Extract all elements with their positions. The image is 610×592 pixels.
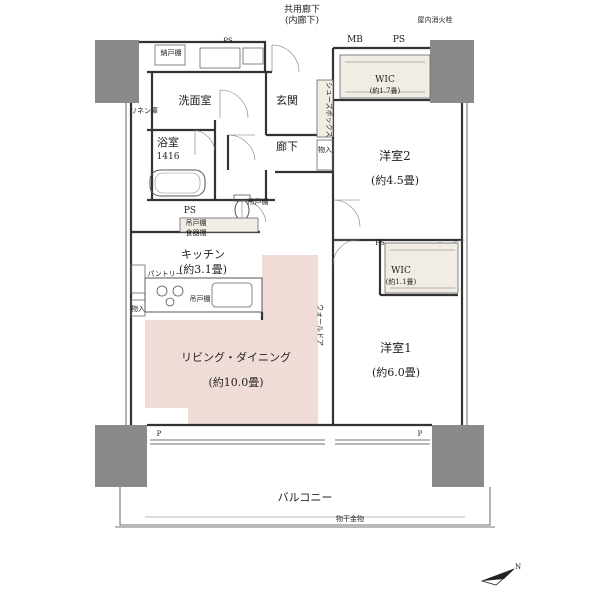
bathtub bbox=[149, 169, 206, 197]
pantry-label: パントリー bbox=[147, 270, 182, 278]
door-bath bbox=[194, 129, 216, 155]
ps-top-label: PS bbox=[223, 37, 233, 45]
pillar-bottom-left bbox=[95, 425, 147, 487]
ps-box-top bbox=[242, 47, 264, 65]
wic1-size: (約1.7畳) bbox=[370, 86, 401, 95]
pillar-top-left bbox=[95, 40, 139, 103]
room1-size: (約6.0畳) bbox=[372, 365, 420, 379]
bath-name: 浴室 bbox=[157, 135, 179, 149]
wic2-hangers bbox=[390, 249, 455, 289]
drying-label: 物干金物 bbox=[336, 514, 364, 523]
balcony-label: バルコニー bbox=[278, 491, 333, 504]
p-right-label: P bbox=[418, 430, 423, 438]
door-entrance bbox=[271, 44, 300, 73]
bath-size: 1416 bbox=[157, 152, 180, 162]
interior-walls bbox=[130, 48, 462, 425]
mb-label: MB bbox=[347, 35, 363, 45]
stove-burner-3 bbox=[165, 297, 175, 307]
pantry-box bbox=[130, 264, 146, 294]
balcony-window-left bbox=[150, 439, 325, 445]
compass-icon: N bbox=[480, 563, 521, 586]
kitchen-cabinet-upper bbox=[179, 217, 259, 233]
closet-area bbox=[316, 139, 334, 171]
linen-label: リネン庫 bbox=[130, 106, 158, 115]
room2-name: 洋室2 bbox=[379, 148, 411, 163]
living-name: リビング・ダイニング bbox=[181, 350, 291, 364]
closet-label: 物入 bbox=[318, 145, 332, 154]
wash-basin-top bbox=[199, 47, 241, 69]
balcony-outline bbox=[119, 487, 491, 526]
shoebox-area bbox=[316, 79, 334, 138]
door-room2 bbox=[332, 199, 361, 228]
entrance-label: 玄関 bbox=[276, 93, 298, 107]
wic2-name: WIC bbox=[391, 266, 411, 276]
hanging-counter-label: 吊戸棚 bbox=[190, 294, 211, 303]
door-washroom bbox=[219, 89, 249, 119]
toilet-tank bbox=[233, 194, 251, 202]
stove-burner-2 bbox=[172, 285, 184, 297]
hanging1-label: 吊戸棚 bbox=[186, 218, 207, 227]
kitchen-size: (約3.1畳) bbox=[179, 262, 227, 276]
wic2-size: (約1.1畳) bbox=[386, 277, 417, 286]
room1-name: 洋室1 bbox=[380, 340, 412, 355]
hanging3-label: 吊戸棚 bbox=[248, 197, 269, 206]
outer-wall-top-left bbox=[139, 40, 272, 74]
door-hall bbox=[227, 134, 256, 161]
ps-kitchen-label: PS bbox=[184, 206, 196, 216]
washroom-label: 洗面室 bbox=[179, 93, 212, 107]
ps-mb-label: PS bbox=[393, 35, 405, 45]
closet2-label: 物入 bbox=[131, 304, 145, 313]
closet2-box bbox=[130, 299, 146, 317]
kitchen-name: キッチン bbox=[181, 248, 225, 261]
p-left-label: P bbox=[157, 430, 162, 438]
wic1-name: WIC bbox=[375, 75, 395, 85]
living-dining-floor bbox=[145, 255, 318, 424]
door-room1 bbox=[332, 239, 360, 266]
pillar-top-right bbox=[430, 40, 474, 103]
room2-size: (約4.5畳) bbox=[371, 173, 419, 187]
stove-burner-1 bbox=[156, 285, 168, 297]
ps-wic2-label: PS bbox=[375, 239, 385, 247]
living-size: (約10.0畳) bbox=[208, 375, 263, 389]
wic2-area bbox=[384, 242, 459, 294]
bathtub-inner bbox=[154, 172, 201, 194]
hanging2-label: 食器棚 bbox=[186, 228, 207, 237]
hydrant-label: 屋内消火栓 bbox=[418, 15, 453, 24]
pillar-bottom-right bbox=[432, 425, 484, 487]
balcony-window-right bbox=[335, 439, 430, 445]
storage-top-label: 納戸棚 bbox=[161, 48, 182, 57]
corridor-label-2: (内廊下) bbox=[285, 14, 319, 26]
kitchen-sink bbox=[211, 282, 253, 308]
wall-door-label: ウォールドア bbox=[316, 304, 324, 346]
hall-label: 廊下 bbox=[276, 139, 298, 153]
shoebox-label: シューズボックス bbox=[325, 82, 334, 137]
corridor-label-1: 共用廊下 bbox=[284, 3, 320, 15]
storage-top-box bbox=[154, 44, 186, 66]
wic1-hangers bbox=[345, 61, 425, 93]
compass-north-label: N bbox=[515, 563, 521, 571]
